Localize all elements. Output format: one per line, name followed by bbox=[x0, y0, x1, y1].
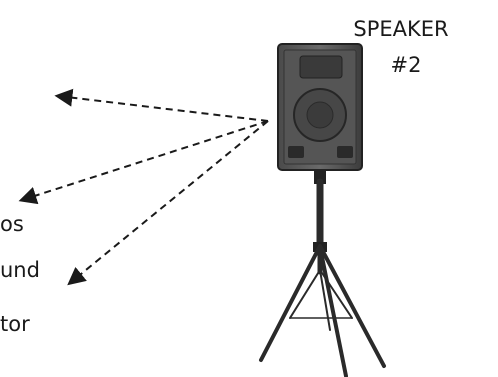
sound-arrows bbox=[22, 96, 268, 283]
speaker-title-line2: #2 bbox=[346, 53, 466, 77]
speaker-title-line1: SPEAKER bbox=[336, 17, 466, 41]
horn-tweeter bbox=[300, 56, 342, 78]
arrow-middle-left bbox=[22, 121, 268, 200]
left-label-1: os bbox=[0, 212, 24, 236]
port-right bbox=[337, 146, 353, 158]
port-left bbox=[288, 146, 304, 158]
tripod-stand bbox=[261, 170, 384, 376]
left-label-3: tor bbox=[0, 312, 30, 336]
left-label-2: und bbox=[0, 258, 40, 282]
arrow-lower-left bbox=[70, 121, 268, 283]
arrow-upper-left bbox=[58, 96, 268, 121]
